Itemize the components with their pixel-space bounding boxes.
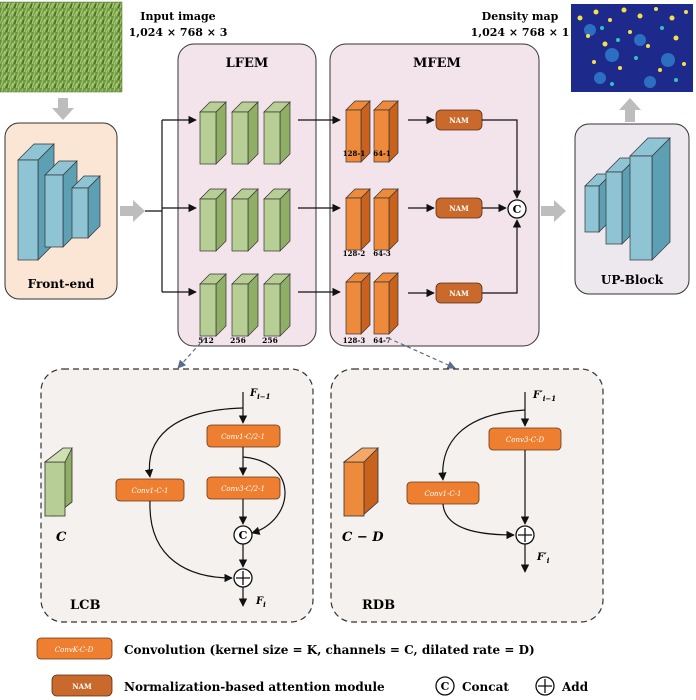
mfem-layers xyxy=(345,100,399,335)
lfem-layer-r1-c2 xyxy=(231,101,259,165)
lcb-conv-top: Conv1-C/2-1 xyxy=(206,424,281,448)
up-layer-3 xyxy=(629,137,671,261)
input-image-label: Input image xyxy=(140,10,215,23)
rdb-channel-cube xyxy=(342,447,379,517)
flow-arrows xyxy=(52,98,641,222)
legend-add-icon xyxy=(535,676,555,696)
lcb-channel-label: C xyxy=(56,530,67,545)
rdb-add-node xyxy=(515,525,535,545)
mfem-label-3b: 64-7 xyxy=(373,336,391,345)
mfem-layer-r2-c1 xyxy=(345,188,371,251)
mfem-layer-r1-c1 xyxy=(345,100,371,163)
lfem-channel-2: 256 xyxy=(230,336,246,345)
mfem-layer-r1-c2 xyxy=(373,100,399,163)
front-end-layer-3 xyxy=(71,175,101,239)
rdb-channel-label: C − D xyxy=(342,530,384,545)
lfem-channel-3: 256 xyxy=(262,336,278,345)
rdb-output-label: F′i xyxy=(536,552,550,565)
density-map-label: Density map xyxy=(482,10,559,23)
mfem-label-1b: 64-1 xyxy=(373,149,391,158)
nam-box-1: NAM xyxy=(435,109,483,131)
lfem-layer-r2-c2 xyxy=(231,188,259,252)
svg-text:NAM: NAM xyxy=(449,204,469,213)
svg-text:ConvK-C-D: ConvK-C-D xyxy=(55,646,94,654)
svg-text:Conv1-C-1: Conv1-C-1 xyxy=(131,487,168,495)
rdb-conv-side: Conv1-C-1 xyxy=(406,481,480,505)
rdb-connectors xyxy=(438,392,530,573)
svg-text:C: C xyxy=(513,203,522,216)
lfem-layer-r3-c2 xyxy=(231,273,259,337)
lcb-input-label: Fi−1 xyxy=(249,388,271,401)
main-connectors xyxy=(145,115,522,298)
mfem-concat-node: C xyxy=(507,199,527,219)
mfem-label-2a: 128-2 xyxy=(343,249,366,258)
legend-concat-icon: C xyxy=(435,676,455,696)
legend-add-desc: Add xyxy=(561,680,589,694)
legend-conv-desc: Convolution (kernel size = K, channels =… xyxy=(124,643,535,657)
legend-nam-box: NAM xyxy=(51,674,113,697)
detail-pointers xyxy=(177,337,456,369)
legend-nam-desc: Normalization-based attention module xyxy=(124,680,385,694)
lfem-layer-r1-c3 xyxy=(263,101,291,165)
mfem-label-1a: 128-1 xyxy=(343,149,366,158)
front-end-layer-2 xyxy=(44,160,78,248)
svg-text:C: C xyxy=(239,529,248,542)
up-block-layers xyxy=(584,137,671,261)
front-end-label: Front-end xyxy=(28,277,95,291)
lfem-layer-r3-c1 xyxy=(199,273,227,337)
lfem-layer-r3-c3 xyxy=(263,273,291,337)
lcb-name: LCB xyxy=(70,598,100,613)
density-map-dims: 1,024 × 768 × 1 xyxy=(471,26,570,39)
rdb-name: RDB xyxy=(362,598,395,613)
svg-text:Conv3-C-D: Conv3-C-D xyxy=(506,436,545,444)
legend-conv-box: ConvK-C-D xyxy=(36,637,113,660)
input-image-dims: 1,024 × 768 × 3 xyxy=(129,26,228,39)
lcb-connectors xyxy=(144,392,286,607)
lfem-layer-r1-c1 xyxy=(199,101,227,165)
mfem-label-2b: 64-3 xyxy=(373,249,391,258)
up-block-label: UP-Block xyxy=(601,273,664,287)
svg-text:NAM: NAM xyxy=(449,116,469,125)
lcb-output-label: Fi xyxy=(255,596,266,609)
lfem-layer-r2-c1 xyxy=(199,188,227,252)
svg-text:Conv1-C-1: Conv1-C-1 xyxy=(424,490,461,498)
mfem-layer-r3-c1 xyxy=(345,272,371,335)
nam-box-2: NAM xyxy=(435,197,483,219)
rdb-conv-main: Conv3-C-D xyxy=(488,427,562,451)
lcb-add-node xyxy=(233,568,253,588)
input-image xyxy=(0,1,123,93)
lfem-channel-1: 512 xyxy=(198,336,214,345)
lfem-layers xyxy=(199,101,291,337)
mfem-title: MFEM xyxy=(413,56,461,71)
mfem-layer-r2-c2 xyxy=(373,188,399,251)
lfem-layer-r2-c3 xyxy=(263,188,291,252)
rdb-input-label: F′i−1 xyxy=(532,390,556,403)
front-end-layers xyxy=(17,143,101,261)
svg-text:Conv3-C/2-1: Conv3-C/2-1 xyxy=(221,485,265,493)
lcb-conv-side: Conv1-C-1 xyxy=(115,478,185,502)
svg-text:C: C xyxy=(441,680,450,693)
mfem-label-3a: 128-3 xyxy=(343,336,366,345)
mfem-layer-r3-c2 xyxy=(373,272,399,335)
lcb-conv-bottom: Conv3-C/2-1 xyxy=(206,476,281,500)
lfem-title: LFEM xyxy=(226,56,269,71)
lcb-concat-node: C xyxy=(233,525,253,545)
legend-concat-desc: Concat xyxy=(462,680,509,694)
nam-box-3: NAM xyxy=(435,282,483,304)
svg-text:Conv1-C/2-1: Conv1-C/2-1 xyxy=(221,433,265,441)
svg-text:NAM: NAM xyxy=(449,289,469,298)
density-map-image xyxy=(571,4,693,92)
svg-text:NAM: NAM xyxy=(72,682,92,691)
lcb-channel-cube xyxy=(43,447,73,517)
